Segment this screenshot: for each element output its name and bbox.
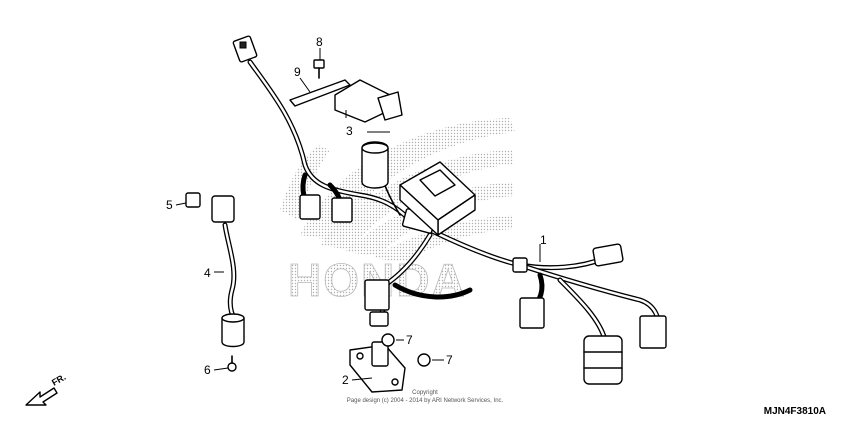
harness-connectors <box>232 35 667 385</box>
front-label: FR. <box>50 372 68 388</box>
sub-harness <box>185 192 245 372</box>
copyright-notice: Page design (c) 2004 - 2014 by ARI Netwo… <box>347 398 504 404</box>
callout-5: 5 <box>166 198 173 212</box>
callout-3: 3 <box>346 124 353 138</box>
control-unit <box>399 161 476 236</box>
mounting-bracket <box>289 59 403 123</box>
callout-4: 4 <box>204 266 211 280</box>
callout-2: 2 <box>342 373 349 387</box>
callout-8: 8 <box>316 35 323 49</box>
callout-7a: 7 <box>406 333 413 347</box>
capacitor <box>361 141 389 189</box>
callout-7b: 7 <box>446 353 453 367</box>
copyright-title: Copyright <box>412 390 438 396</box>
callout-9: 9 <box>294 65 301 79</box>
front-arrow-icon <box>25 387 58 406</box>
front-direction-indicator: FR. <box>25 372 68 406</box>
callout-6: 6 <box>204 363 211 377</box>
sensor <box>349 333 431 393</box>
callout-labels: 1 2 3 4 5 6 7 7 8 9 <box>166 35 547 387</box>
honda-wing-watermark <box>280 118 515 262</box>
leader-lines <box>175 48 541 381</box>
callout-1: 1 <box>540 233 547 247</box>
diagram-code: MJN4F3810A <box>764 406 826 417</box>
